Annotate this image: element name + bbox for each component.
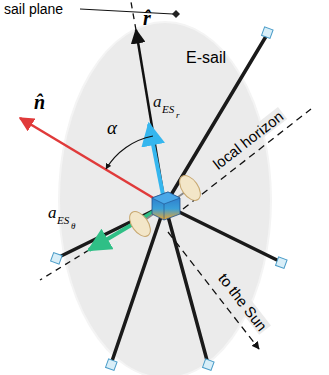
leader-line <box>80 9 173 14</box>
radial-unit-vector <box>136 30 165 205</box>
spacecraft <box>125 172 204 240</box>
tether-tips <box>51 27 287 371</box>
leader-dot <box>172 10 180 18</box>
unit-vector-label: r̂ <box>143 8 151 28</box>
plane-label: sail plane <box>4 2 63 16</box>
vector-subscript: θ <box>71 222 75 231</box>
unit-vector-label: n̂ <box>34 92 45 112</box>
normal-unit-vector <box>20 118 165 205</box>
radial-guide <box>131 2 136 30</box>
local-horizon-line <box>183 109 311 209</box>
sail-plane <box>59 22 271 375</box>
vector-symbol: a <box>153 93 162 110</box>
vector-subscript: r <box>176 111 180 120</box>
direction-label: local horizon <box>209 107 288 173</box>
direction-label: to the Sun <box>215 269 271 335</box>
transverse-guide <box>40 250 89 280</box>
angle-arc <box>106 136 153 169</box>
part-label: E-sail <box>186 50 226 66</box>
sun-direction <box>168 232 259 349</box>
angle-label: α <box>107 118 117 137</box>
tethers <box>57 33 281 364</box>
vector-subscript: ES <box>162 104 174 115</box>
vector-subscript: ES <box>57 215 69 226</box>
vector-symbol: a <box>48 204 57 221</box>
